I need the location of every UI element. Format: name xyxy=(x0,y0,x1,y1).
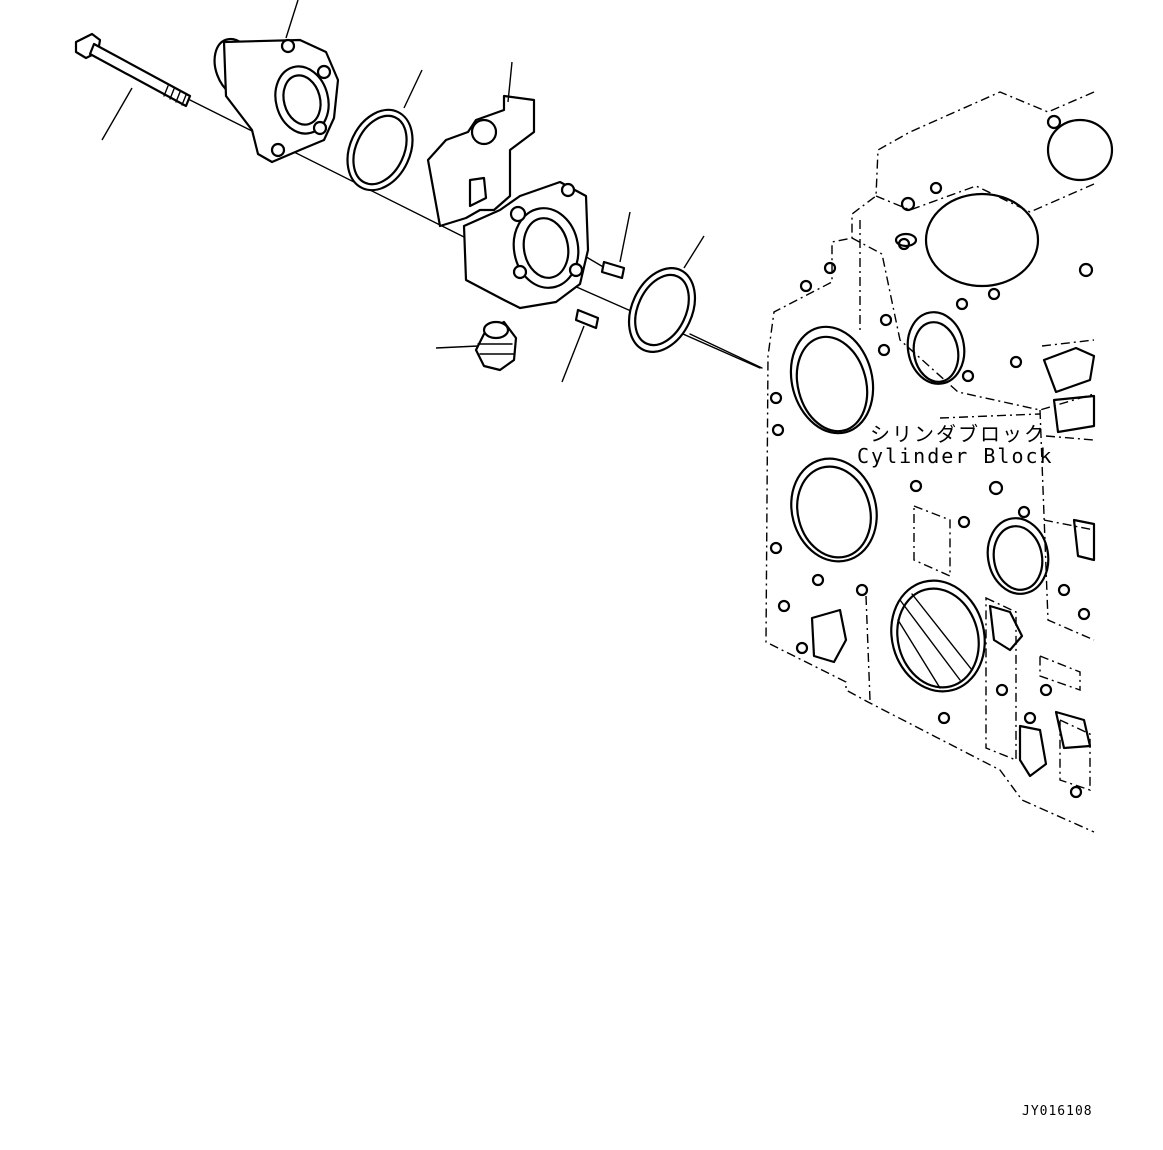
dowel-pin-upper-leader-line xyxy=(619,211,631,263)
plug-part xyxy=(474,320,518,372)
dowel-pin-upper-part xyxy=(600,260,626,280)
block-axis-line xyxy=(689,333,763,369)
o-ring-upper-part xyxy=(346,108,414,192)
bolt-leader-line xyxy=(101,87,133,141)
o-ring-lower-leader-line xyxy=(683,235,705,269)
cylinder-block-label-en: Cylinder Block xyxy=(857,444,1054,468)
cylinder-block-label-jp: シリンダブロック xyxy=(870,422,1046,446)
thermostat-housing-part xyxy=(426,94,590,310)
o-ring-lower-part xyxy=(627,267,697,353)
plug-leader-line xyxy=(435,345,479,349)
o-ring-upper-leader-line xyxy=(403,69,423,109)
connector-elbow-part xyxy=(213,37,340,164)
drawing-code: JY016108 xyxy=(1022,1104,1093,1119)
connector-leader-line xyxy=(285,0,299,39)
cylinder-block-reference xyxy=(765,91,1114,833)
dowel-pin-lower-leader-line xyxy=(561,325,585,383)
dowel-pin-lower-part xyxy=(574,308,600,330)
bolt-part xyxy=(74,32,192,108)
housing-leader-line xyxy=(507,61,513,103)
